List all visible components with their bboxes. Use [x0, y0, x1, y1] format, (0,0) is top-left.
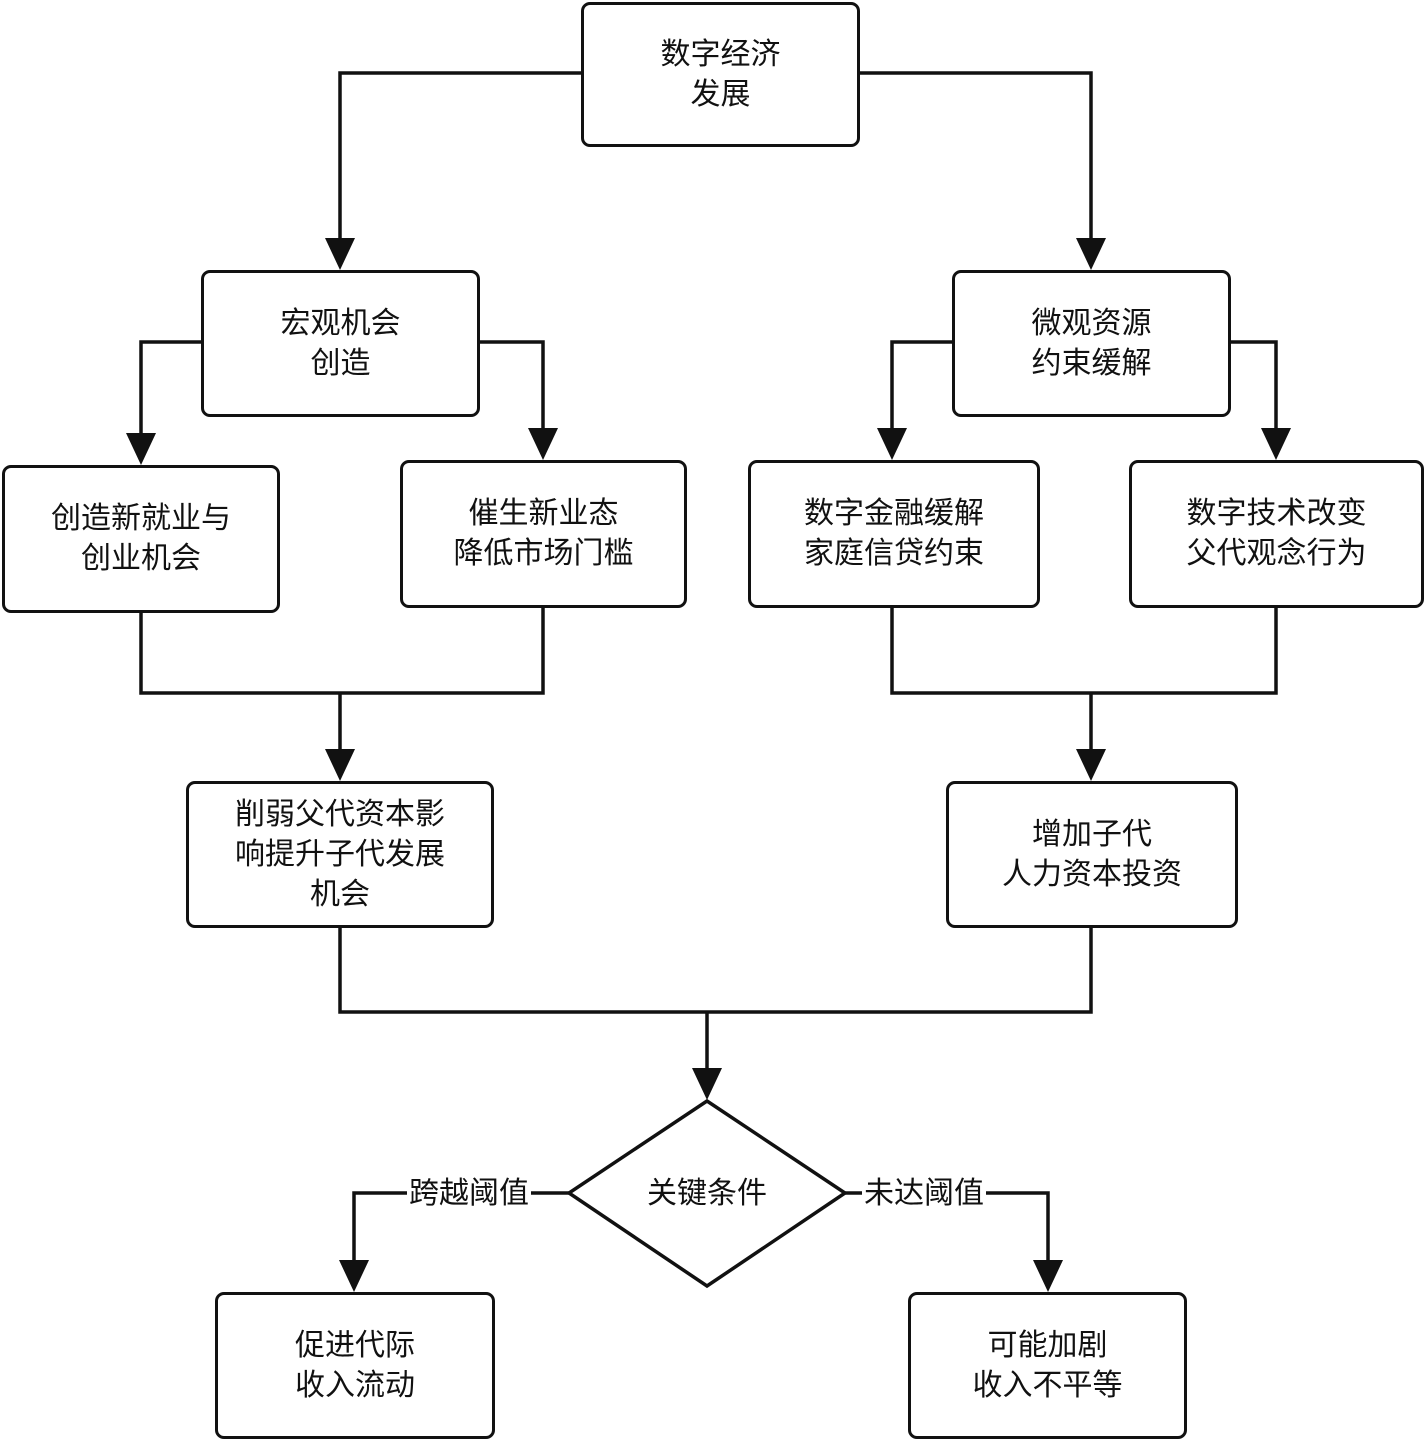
node-label: 微观资源 约束缓解: [1031, 305, 1152, 381]
node-label: 促进代际 收入流动: [295, 1327, 415, 1403]
node-label: 数字金融缓解 家庭信贷约束: [804, 496, 984, 571]
node-digital-tech: 数字技术改变 父代观念行为: [1129, 460, 1424, 608]
node-micro-constraint: 微观资源 约束缓解: [952, 270, 1231, 417]
arrowhead: [1033, 1260, 1063, 1292]
edge-macro-jobs: [139, 340, 202, 433]
node-label: 削弱父代资本影 响提升子代发展 机会: [235, 796, 445, 912]
node-label: 数字经济 发展: [660, 36, 781, 112]
arrowhead: [877, 428, 907, 460]
arrowhead: [692, 1068, 722, 1100]
key-condition-diamond: [565, 1098, 849, 1289]
node-label: 催生新业态 降低市场门槛: [453, 496, 634, 571]
edge-root-micro: [859, 71, 1093, 238]
edge-label-below-threshold: 未达阈值: [862, 1176, 986, 1212]
edge-macro-newbusiness: [478, 340, 545, 428]
arrowhead: [528, 428, 558, 460]
node-worsen-inequality: 可能加剧 收入不平等: [908, 1292, 1187, 1439]
arrowhead: [325, 238, 355, 270]
arrowhead: [339, 1260, 369, 1292]
arrowhead: [325, 749, 355, 781]
node-promote-mobility: 促进代际 收入流动: [215, 1292, 495, 1439]
edge-micro-finance: [890, 340, 953, 428]
edge-root-macro: [338, 71, 582, 238]
node-macro-opportunity: 宏观机会 创造: [201, 270, 480, 417]
edge-label-cross-threshold: 跨越阈值: [407, 1176, 531, 1212]
node-label: 数字技术改变 父代观念行为: [1186, 496, 1367, 571]
node-weaken-parent-capital: 削弱父代资本影 响提升子代发展 机会: [186, 781, 494, 928]
node-label: 创造新就业与 创业机会: [51, 501, 231, 576]
node-digital-finance: 数字金融缓解 家庭信贷约束: [748, 460, 1040, 608]
node-label: 宏观机会 创造: [280, 305, 401, 381]
key-condition-label: 关键条件: [647, 1176, 767, 1211]
node-new-business: 催生新业态 降低市场门槛: [400, 460, 687, 608]
edge-merge-left: [139, 606, 545, 695]
edge-merge-bottom: [338, 926, 1093, 1014]
arrowhead: [1076, 238, 1106, 270]
edge-micro-tech: [1229, 340, 1278, 428]
node-new-jobs: 创造新就业与 创业机会: [2, 465, 280, 613]
node-label: 增加子代 人力资本投资: [1002, 816, 1182, 892]
arrowhead: [1261, 428, 1291, 460]
edge-merge-right: [890, 606, 1278, 695]
arrowhead: [126, 433, 156, 465]
arrowhead: [1076, 749, 1106, 781]
node-digital-economy: 数字经济 发展: [581, 2, 860, 147]
node-label: 可能加剧 收入不平等: [972, 1327, 1123, 1403]
node-human-capital: 增加子代 人力资本投资: [946, 781, 1238, 928]
